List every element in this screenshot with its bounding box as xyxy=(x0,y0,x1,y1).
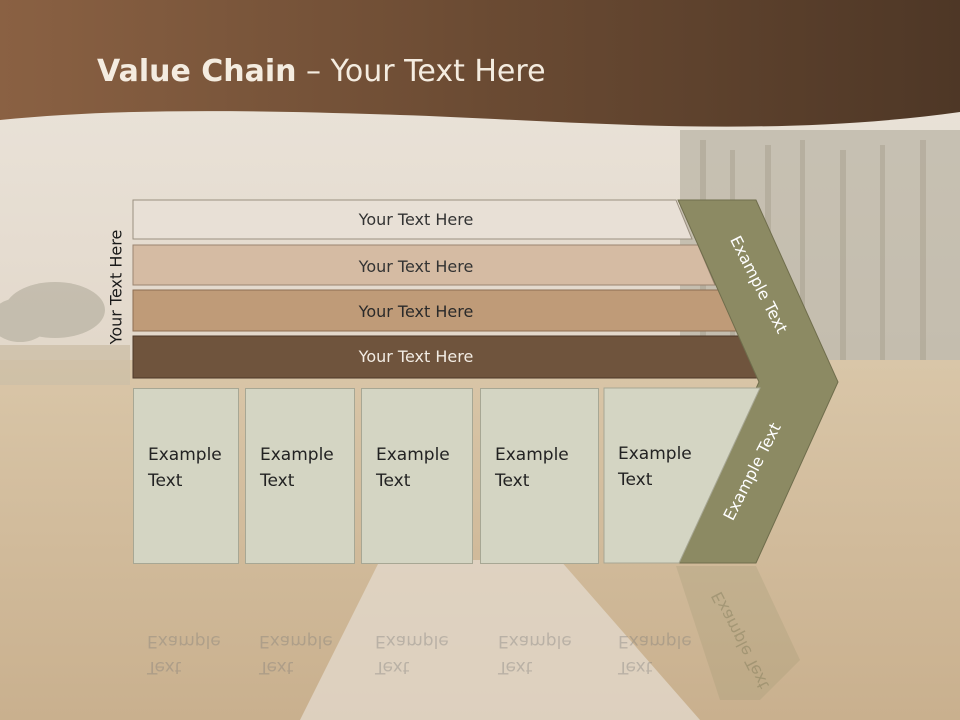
box-3-line2: Text xyxy=(376,471,411,491)
title-bold-part: Value Chain xyxy=(97,54,297,89)
bar-4: Your Text Here xyxy=(132,335,763,379)
bar-3-label: Your Text Here xyxy=(358,302,474,321)
example-box-4: Example Text xyxy=(480,388,599,564)
slide-title: Value Chain – Your Text Here xyxy=(97,54,546,89)
bar-2: Your Text Here xyxy=(132,244,716,286)
example-box-5: Example Text xyxy=(604,388,714,564)
example-box-3: Example Text xyxy=(361,388,473,564)
box-3-line1: Example xyxy=(376,445,450,465)
bar-4-label: Your Text Here xyxy=(358,347,474,366)
example-box-1: Example Text xyxy=(133,388,239,564)
bar-1: Your Text Here xyxy=(132,199,693,240)
box-4-line2: Text xyxy=(495,471,530,491)
bar-2-label: Your Text Here xyxy=(358,257,474,276)
box-5-line1: Example xyxy=(618,444,692,464)
title-rest-part: – Your Text Here xyxy=(296,54,546,89)
value-chain-chevron xyxy=(675,199,839,564)
box-4-line1: Example xyxy=(495,445,569,465)
box-5-shape xyxy=(603,387,761,564)
box-1-line1: Example xyxy=(148,445,222,465)
box-2-line1: Example xyxy=(260,445,334,465)
example-box-2: Example Text xyxy=(245,388,355,564)
box-1-line2: Text xyxy=(148,471,183,491)
bar-1-label: Your Text Here xyxy=(358,210,474,229)
box-2-line2: Text xyxy=(260,471,295,491)
chevron-reflection xyxy=(676,566,800,700)
box-5-line2: Text xyxy=(618,470,653,490)
bar-3: Your Text Here xyxy=(132,289,739,332)
